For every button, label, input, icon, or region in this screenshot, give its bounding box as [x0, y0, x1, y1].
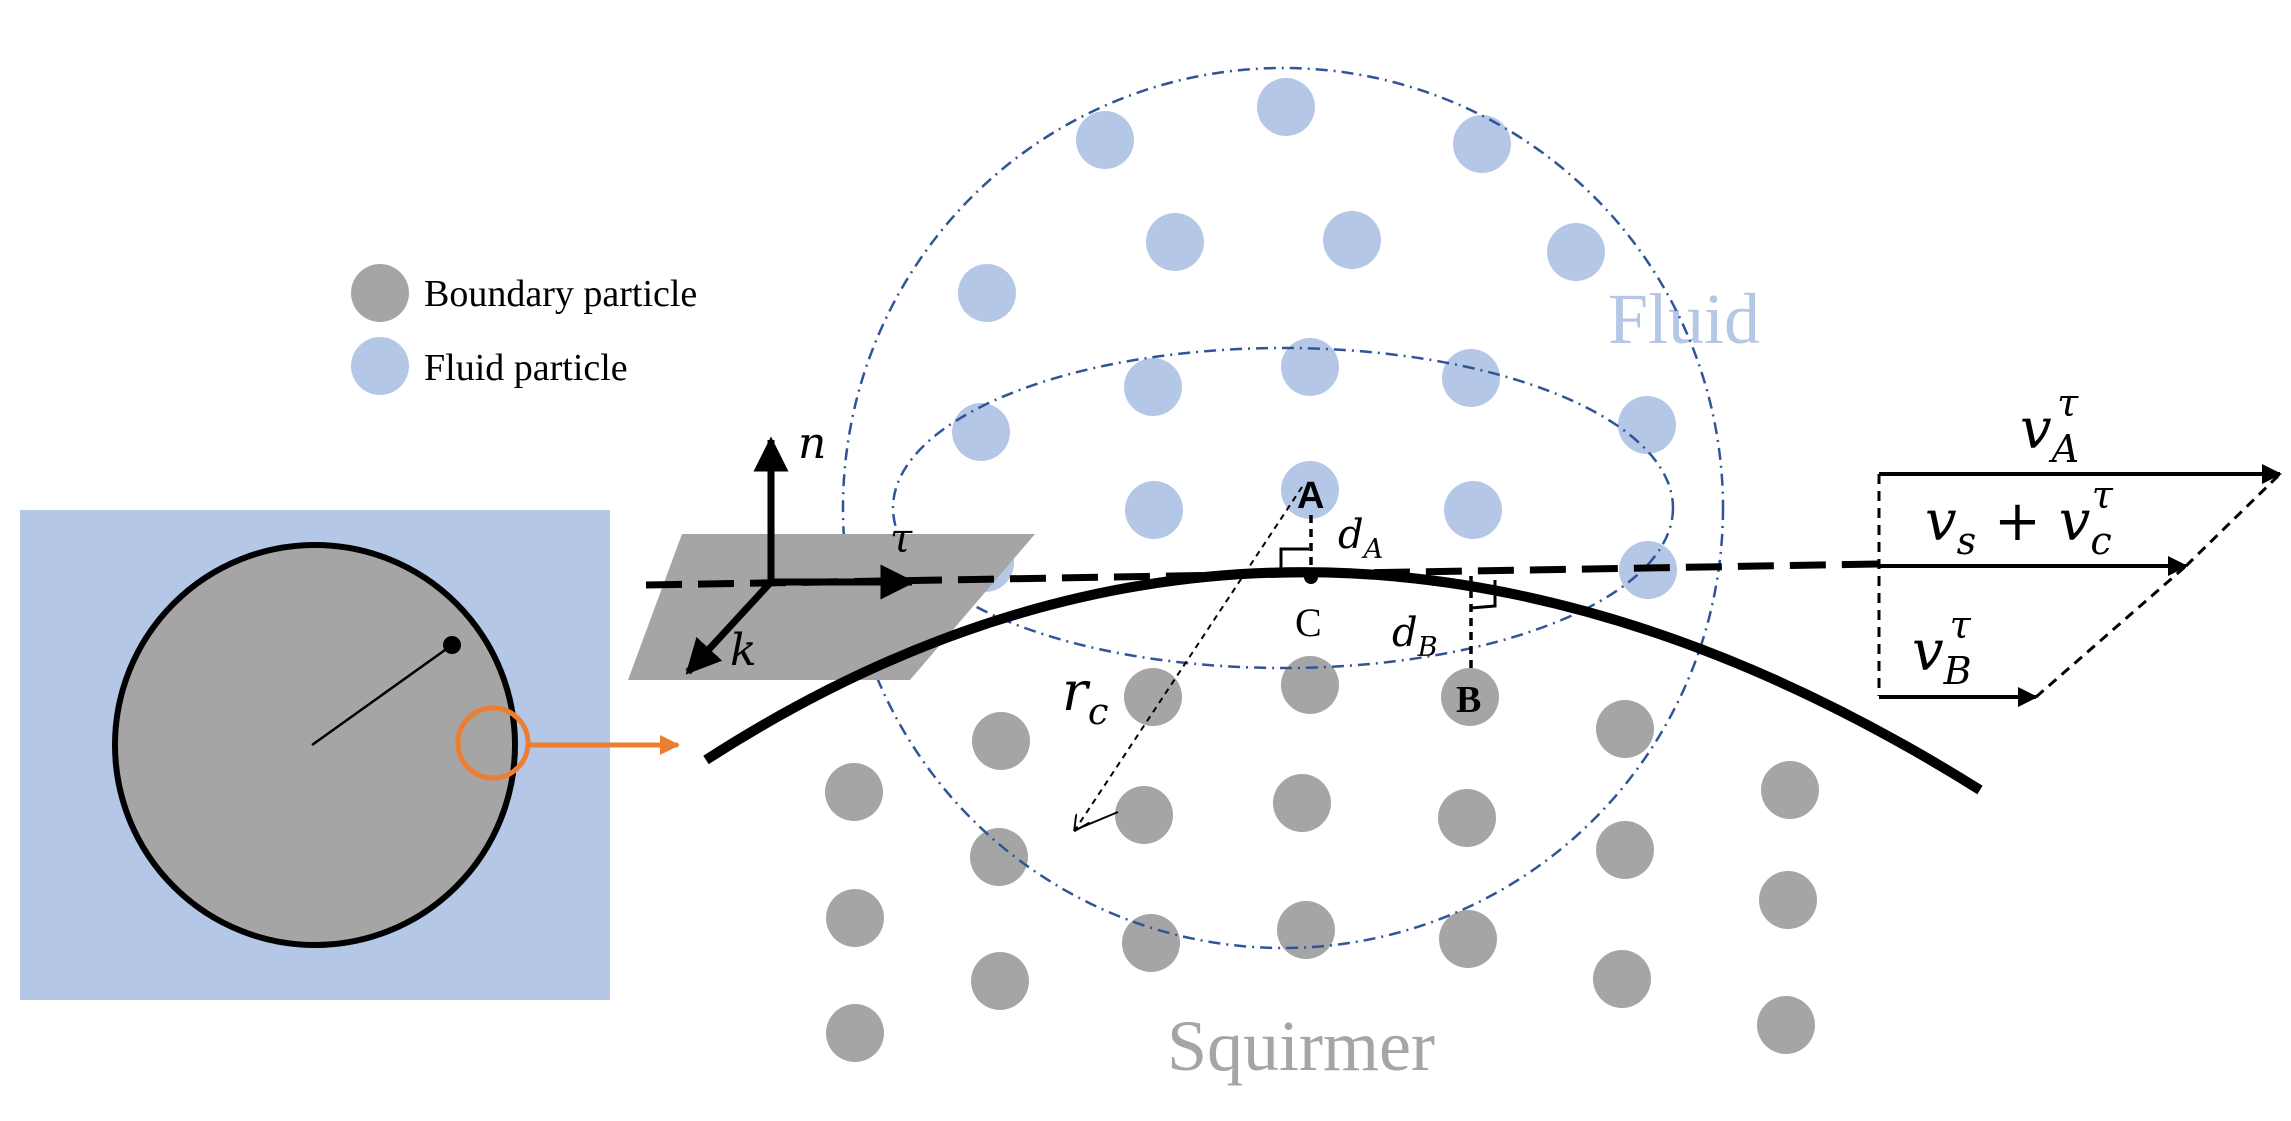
- fluid-particle: [1442, 349, 1500, 407]
- point-c: [1304, 570, 1318, 584]
- inset-radius-line: [311, 643, 453, 747]
- region-label-squirmer: Squirmer: [1167, 1006, 1435, 1086]
- boundary-particle: [1596, 821, 1654, 879]
- axis-k-label: k: [730, 625, 757, 676]
- fluid-particle: [1453, 115, 1511, 173]
- legend-swatch-boundary: [351, 264, 409, 322]
- velocity-dashed-link-lower: [2035, 564, 2187, 699]
- boundary-particle: [1438, 789, 1496, 847]
- legend-label-fluid: Fluid particle: [424, 347, 628, 389]
- region-label-fluid: Fluid: [1608, 279, 1760, 359]
- boundary-particle: [972, 712, 1030, 770]
- boundary-particle: [1115, 786, 1173, 844]
- fluid-particle: [1323, 211, 1381, 269]
- distance-da-label: dA: [1338, 512, 1383, 565]
- boundary-particle: [1439, 910, 1497, 968]
- fluid-particle: [1547, 223, 1605, 281]
- tangent-plane: [628, 534, 1035, 680]
- legend-label-boundary: Boundary particle: [424, 273, 697, 315]
- cutoff-radius-line: [1075, 486, 1303, 830]
- boundary-particle: [1124, 668, 1182, 726]
- velocity-a-label: vAτ: [2020, 381, 2079, 471]
- fluid-particle: [1257, 78, 1315, 136]
- boundary-particle: [1593, 950, 1651, 1008]
- cutoff-sphere: [841, 66, 1725, 950]
- axis-k-arrow: [685, 579, 774, 675]
- fluid-particle: [1125, 481, 1183, 539]
- boundary-particle: [1596, 700, 1654, 758]
- boundary-particle: [971, 952, 1029, 1010]
- boundary-particle: [825, 763, 883, 821]
- legend: Boundary particle Fluid particle: [351, 264, 697, 395]
- velocity-b-label: vBτ: [1912, 603, 1972, 693]
- boundary-particle: [1273, 774, 1331, 832]
- fluid-particle: [958, 264, 1016, 322]
- axis-tau-label: τ: [890, 516, 913, 562]
- boundary-particle: [826, 889, 884, 947]
- fluid-particle: [1146, 213, 1204, 271]
- fluid-particle: [1444, 481, 1502, 539]
- cutoff-radius-label: rc: [1062, 660, 1108, 733]
- velocity-dashed-link-upper: [2184, 472, 2282, 568]
- point-c-label: C: [1295, 600, 1322, 645]
- cutoff-sphere-equator: [891, 346, 1675, 670]
- fluid-particle: [1281, 338, 1339, 396]
- boundary-particles: [825, 656, 1819, 1062]
- right-angle-marker-b: [1470, 580, 1497, 610]
- boundary-particle: [970, 828, 1028, 886]
- coordinate-axes-icon: n τ k: [685, 418, 916, 676]
- cutoff-radius-tick: [1074, 811, 1119, 831]
- inset-squirmer-body: [112, 542, 518, 948]
- axis-n-label: n: [798, 418, 826, 469]
- fluid-particle: [952, 403, 1010, 461]
- velocity-diagram: vAτ vs + vcτ vBτ: [1877, 381, 2282, 707]
- fluid-particle: [1618, 396, 1676, 454]
- fluid-particles: [952, 78, 1677, 599]
- boundary-particle: [1277, 901, 1335, 959]
- point-a-label: A: [1297, 475, 1324, 517]
- legend-swatch-fluid: [351, 337, 409, 395]
- boundary-particle: [1281, 656, 1339, 714]
- point-b-label: B: [1456, 679, 1481, 721]
- distance-db-label: dB: [1392, 610, 1438, 663]
- fluid-particle: [1076, 111, 1134, 169]
- velocity-s-plus-c-label: vs + vcτ: [1925, 473, 2114, 563]
- inset-surface-point: [443, 636, 461, 654]
- boundary-particle: [1759, 871, 1817, 929]
- boundary-particle: [1757, 996, 1815, 1054]
- boundary-particle: [826, 1004, 884, 1062]
- boundary-particle: [1122, 914, 1180, 972]
- fluid-particle: [1124, 358, 1182, 416]
- boundary-particle: [1761, 761, 1819, 819]
- right-angle-marker-a: [1279, 547, 1309, 577]
- point-b-particle: [1441, 668, 1499, 726]
- inset-squirmer-overview: [20, 510, 680, 1000]
- fluid-particle: [1281, 461, 1339, 519]
